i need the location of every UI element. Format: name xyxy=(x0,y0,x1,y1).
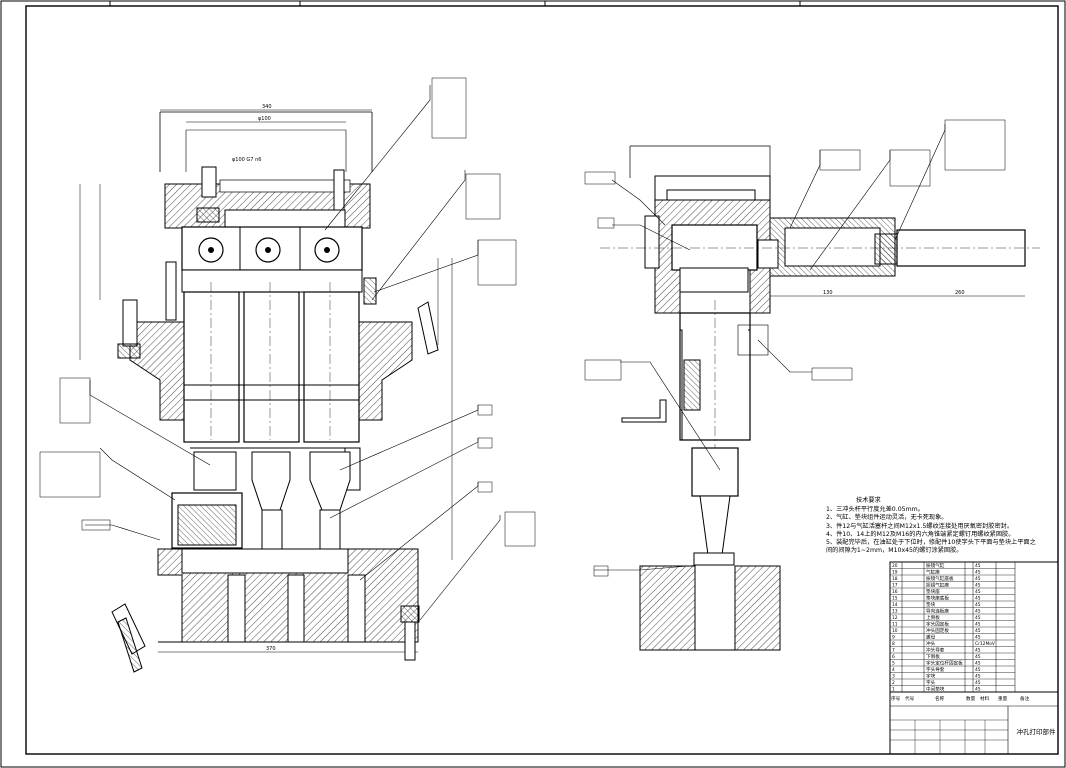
parts-list-material: Cr12MoV xyxy=(975,641,995,647)
parts-list-index: 19 xyxy=(892,570,898,576)
parts-list-material: 45 xyxy=(975,589,981,595)
parts-list-material: 45 xyxy=(975,602,981,608)
parts-list-index: 7 xyxy=(892,648,895,654)
parts-list-material: 45 xyxy=(975,570,981,576)
parts-list-name: 上侧板 xyxy=(926,614,940,621)
parts-list-index: 4 xyxy=(892,667,895,673)
parts-list-name: 垫块座底板 xyxy=(926,595,949,602)
front-view: 340 φ100 φ100 G7 n6 xyxy=(39,77,536,673)
parts-list-name: 导向连板座 xyxy=(926,608,949,615)
parts-list-index: 17 xyxy=(892,583,898,589)
parts-list-index: 15 xyxy=(892,596,898,602)
inner-border xyxy=(25,5,1059,755)
requirement-line: 3、件12与气缸活塞杆之间M12x1.5螺纹连接处用厌氧密封胶密封。 xyxy=(826,522,1014,530)
parts-list-index: 2 xyxy=(892,680,895,686)
dim-cylinder-length: 130 xyxy=(823,290,833,296)
parts-list-index: 11 xyxy=(892,622,898,628)
parts-list-name: 振镜气缸 xyxy=(926,562,945,569)
parts-list xyxy=(889,561,1059,755)
parts-list-name: 冲头导套 xyxy=(926,647,945,654)
parts-list-name: 冲头 xyxy=(926,640,936,647)
parts-list-index: 12 xyxy=(892,615,898,621)
parts-list-material: 45 xyxy=(975,622,981,628)
parts-list-index: 5 xyxy=(892,661,895,667)
requirement-line: 间的间隙为1~2mm，M10x45的螺钉涂紧固胶。 xyxy=(826,547,963,555)
parts-list-name: 字头固定板 xyxy=(926,621,949,628)
parts-list-material: 45 xyxy=(975,654,981,660)
parts-list-header: 重量 xyxy=(998,695,1008,702)
parts-list-name: 螺母 xyxy=(926,634,936,641)
drawing-title: 冲孔打印部件 xyxy=(1016,728,1056,736)
parts-list-index: 14 xyxy=(892,602,898,608)
parts-list-material: 45 xyxy=(975,628,981,634)
parts-list-material: 45 xyxy=(975,687,981,693)
technical-requirements: 技术要求 1、三冲头杆平行度允差0.05mm。 2、气缸、垫块组件运动灵活，无卡… xyxy=(826,497,1056,555)
parts-list-name: 字头导套 xyxy=(926,666,945,673)
requirement-line: 4、件10、14上的M12及M16的内六角锥端紧定螺钉用螺纹紧固胶。 xyxy=(826,530,1015,538)
parts-list-name: 字头 xyxy=(926,679,936,686)
parts-list-material: 45 xyxy=(975,661,981,667)
parts-list-index: 8 xyxy=(892,641,895,647)
parts-list-index: 10 xyxy=(892,628,898,634)
parts-list-name: 气缸座 xyxy=(926,569,940,576)
requirements-heading: 技术要求 xyxy=(856,497,881,504)
parts-list-header: 备注 xyxy=(1020,695,1030,702)
parts-list-material: 45 xyxy=(975,583,981,589)
parts-list-index: 16 xyxy=(892,589,898,595)
parts-list-header: 数量 xyxy=(966,695,976,702)
requirement-line: 2、气缸、垫块组件运动灵活，无卡死现象。 xyxy=(826,514,948,522)
parts-list-name: 冲头固定板 xyxy=(926,627,949,634)
parts-list-material: 45 xyxy=(975,615,981,621)
parts-list-header: 材料 xyxy=(980,695,990,702)
parts-list-material: 45 xyxy=(975,576,981,582)
parts-list-name: 垫块 xyxy=(926,601,936,608)
parts-list-material: 45 xyxy=(975,667,981,673)
parts-list-index: 18 xyxy=(892,576,898,582)
parts-list-material: 45 xyxy=(975,596,981,602)
parts-list-header: 序号 xyxy=(891,695,901,702)
parts-list-index: 9 xyxy=(892,635,895,641)
dim-top-width: 340 xyxy=(262,104,272,110)
parts-list-name: 下侧板 xyxy=(926,653,940,660)
parts-list-index: 1 xyxy=(892,687,895,693)
parts-list-name: 垫块座 xyxy=(926,588,940,595)
requirement-line: 1、三冲头杆平行度允差0.05mm。 xyxy=(826,506,924,514)
parts-list-material: 45 xyxy=(975,674,981,680)
dim-rod-length: 260 xyxy=(955,290,965,296)
parts-list-name: 振镜气缸座板 xyxy=(926,575,954,582)
requirement-line: 5、装配完毕后，在油缸处于下位时，修配件10使字头下平面与垫块上平面之 xyxy=(826,539,1036,547)
parts-list-index: 3 xyxy=(892,674,895,680)
parts-list-header: 代号 xyxy=(905,695,915,702)
side-view: 130 260 xyxy=(584,119,1040,651)
parts-list-header: 名称 xyxy=(935,695,945,702)
parts-list-name: 字块 xyxy=(926,673,936,680)
svg-text:φ100 G7 n6: φ100 G7 n6 xyxy=(232,157,261,163)
parts-list-material: 45 xyxy=(975,563,981,569)
parts-list-index: 6 xyxy=(892,654,895,660)
parts-list-name: 中间垫块 xyxy=(926,686,945,693)
parts-list-name: 振镜气缸座 xyxy=(926,582,949,589)
parts-list-index: 20 xyxy=(892,563,898,569)
parts-list-material: 45 xyxy=(975,680,981,686)
parts-list-material: 45 xyxy=(975,609,981,615)
parts-list-material: 45 xyxy=(975,635,981,641)
parts-list-index: 13 xyxy=(892,609,898,615)
dim-bottom-width: 370 xyxy=(266,646,276,652)
parts-list-name: 字头定位杆固定板 xyxy=(926,660,963,667)
dim-inner-width: φ100 xyxy=(258,116,271,122)
parts-list-material: 45 xyxy=(975,648,981,654)
